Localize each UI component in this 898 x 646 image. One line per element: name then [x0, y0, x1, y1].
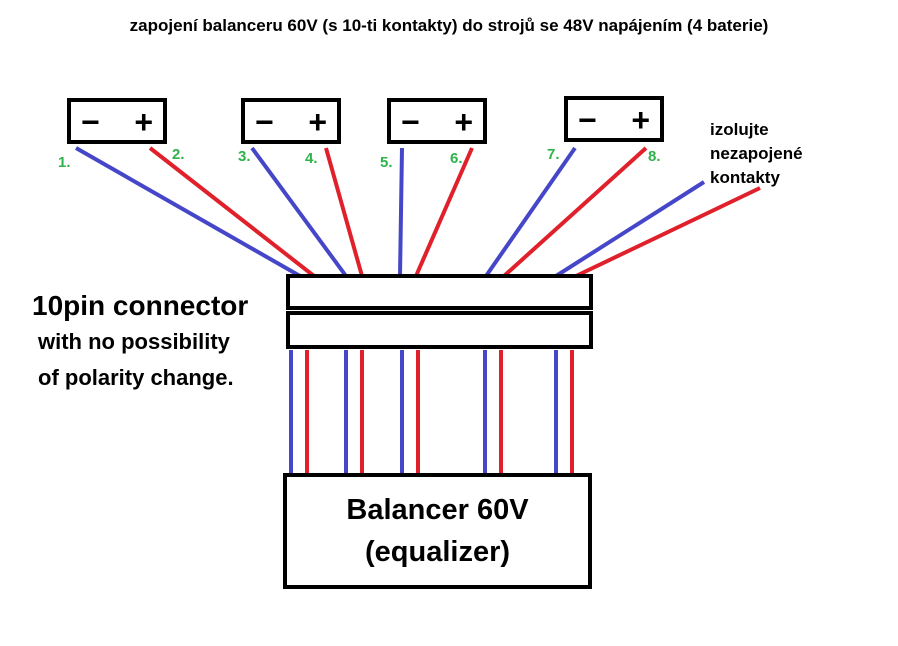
unconnected-contacts-note: izolujte nezapojené kontakty: [710, 118, 803, 190]
wire-3-negative: [250, 146, 348, 278]
contact-number-7: 7.: [547, 146, 560, 163]
balancer-box: Balancer 60V (equalizer): [283, 473, 592, 589]
negative-terminal: −: [578, 102, 597, 138]
balancer-label-line-1: Balancer 60V: [346, 494, 529, 526]
wire-10-unconnected-positive: [575, 186, 761, 278]
wire-1-negative: [75, 146, 301, 278]
contact-number-4: 4.: [305, 150, 318, 167]
positive-terminal: +: [631, 102, 650, 138]
note-line-1: izolujte: [710, 120, 769, 139]
negative-terminal: −: [255, 104, 274, 140]
wire-7-negative: [484, 146, 577, 278]
wire-9-unconnected-negative: [554, 180, 706, 278]
positive-terminal: +: [454, 104, 473, 140]
note-line-3: kontakty: [710, 168, 780, 187]
diagram-title: zapojení balanceru 60V (s 10-ti kontakty…: [129, 16, 769, 35]
negative-terminal: −: [401, 104, 420, 140]
wire-4-positive: [324, 147, 364, 277]
contact-number-6: 6.: [450, 150, 463, 167]
contact-number-1: 1.: [58, 154, 71, 171]
battery-4: − +: [564, 96, 664, 142]
contact-number-3: 3.: [238, 148, 251, 165]
battery-2: − +: [241, 98, 341, 144]
balancer-label-line-2: (equalizer): [364, 536, 511, 568]
connector-label-line-3: of polarity change.: [38, 365, 234, 390]
connector-label: 10pin connector with no possibility of p…: [32, 288, 248, 396]
note-line-2: nezapojené: [710, 144, 803, 163]
wire-5-negative: [398, 147, 404, 277]
wire-8-positive: [502, 146, 648, 278]
connector-label-line-2: with no possibility: [38, 329, 230, 354]
positive-terminal: +: [134, 104, 153, 140]
battery-1: − +: [67, 98, 167, 144]
connector-top-half: [286, 274, 593, 310]
contact-number-5: 5.: [380, 154, 393, 171]
connector-bottom-half: [286, 311, 593, 349]
connector-label-line-1: 10pin connector: [32, 290, 249, 321]
contact-number-2: 2.: [172, 146, 185, 163]
negative-terminal: −: [81, 104, 100, 140]
contact-number-8: 8.: [648, 148, 661, 165]
wire-6-positive: [414, 147, 474, 277]
battery-3: − +: [387, 98, 487, 144]
wire-2-positive: [148, 146, 316, 278]
positive-terminal: +: [308, 104, 327, 140]
